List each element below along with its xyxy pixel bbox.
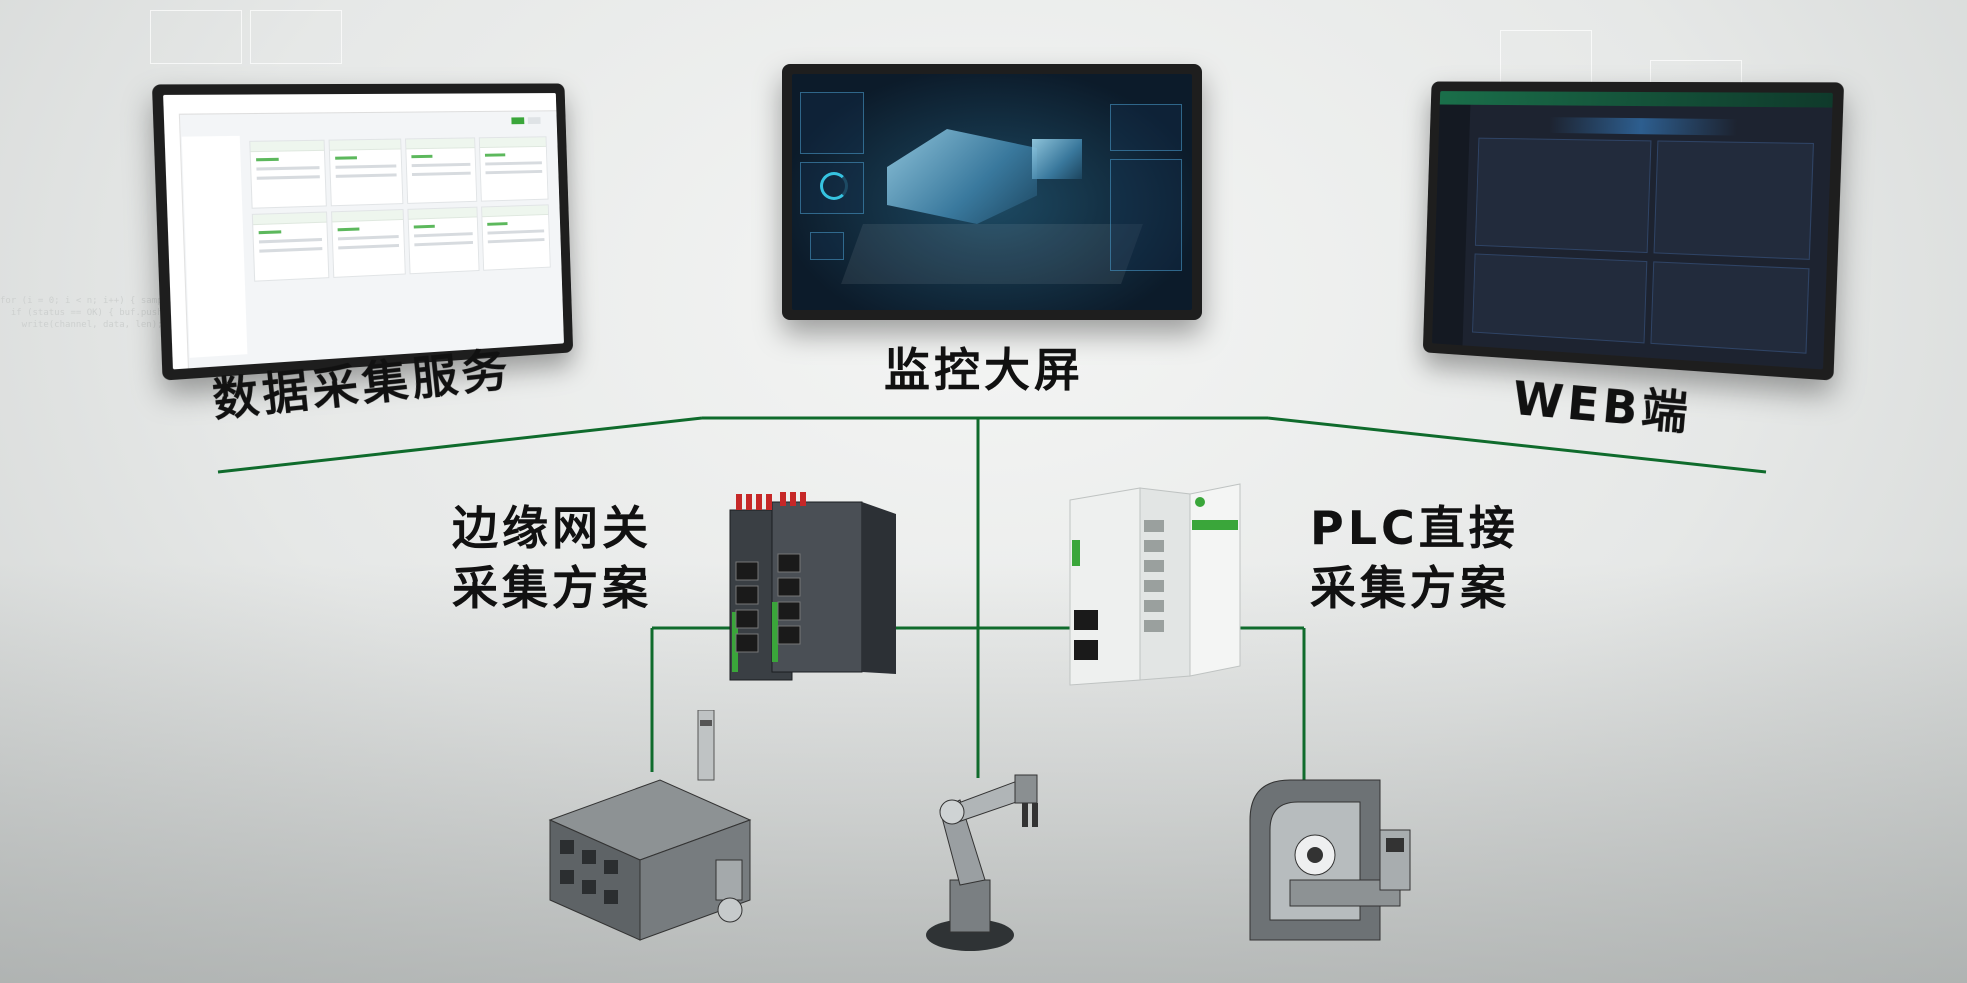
line-top-left bbox=[217, 416, 703, 474]
production-line-visual bbox=[887, 129, 1037, 224]
web-title-banner bbox=[1549, 117, 1738, 136]
label-monitoring-screen: 监控大屏 bbox=[884, 343, 1084, 397]
device-card bbox=[331, 209, 406, 278]
floor-grid bbox=[841, 224, 1143, 284]
web-records-panel bbox=[1650, 261, 1810, 354]
monitor-monitoring-screen bbox=[782, 64, 1202, 320]
dashboard-action-button bbox=[511, 117, 525, 125]
edge-gateway-device bbox=[729, 492, 896, 681]
dashboard-tree-panel bbox=[181, 135, 248, 358]
device-card bbox=[405, 137, 478, 204]
decor-hexagon bbox=[250, 10, 342, 64]
production-line-visual bbox=[1032, 139, 1082, 179]
dashboard-topbar bbox=[163, 93, 557, 115]
cnc-machine-icon bbox=[1249, 779, 1411, 941]
device-card bbox=[407, 206, 480, 275]
screen-monitoring-dashboard bbox=[792, 74, 1192, 310]
decor-hexagon bbox=[150, 10, 242, 64]
right-list-panel bbox=[1110, 159, 1182, 271]
label-plc-solution-line1: PLC直接 bbox=[1310, 501, 1519, 555]
device-card bbox=[481, 204, 551, 271]
monitor-web-client bbox=[1422, 81, 1845, 381]
device-card bbox=[251, 211, 330, 282]
web-header-bar bbox=[1439, 91, 1833, 108]
web-list-panel bbox=[1653, 140, 1814, 260]
web-table-panel bbox=[1474, 137, 1652, 254]
label-gateway-solution-line2: 采集方案 bbox=[452, 561, 652, 615]
right-image-panel bbox=[1110, 104, 1182, 151]
device-card bbox=[249, 139, 327, 209]
robot-arm-icon bbox=[926, 774, 1038, 951]
plc-device bbox=[1069, 483, 1241, 686]
gauge-ring bbox=[820, 172, 848, 200]
web-curve-panel bbox=[1472, 253, 1648, 344]
left-button-panel bbox=[810, 232, 844, 260]
label-gateway-solution-line1: 边缘网关 bbox=[452, 501, 652, 555]
dashboard-action-button bbox=[527, 117, 541, 125]
device-card bbox=[328, 138, 404, 207]
screen-web-dashboard bbox=[1432, 91, 1833, 370]
left-stats-panel bbox=[800, 92, 864, 154]
web-sidebar bbox=[1432, 104, 1471, 346]
label-plc-solution-line2: 采集方案 bbox=[1310, 561, 1510, 615]
line-top-right bbox=[1267, 416, 1767, 474]
screen-light-dashboard bbox=[163, 93, 564, 370]
factory-icon bbox=[548, 710, 752, 941]
monitor-data-collection bbox=[151, 83, 574, 381]
device-card bbox=[478, 136, 549, 202]
